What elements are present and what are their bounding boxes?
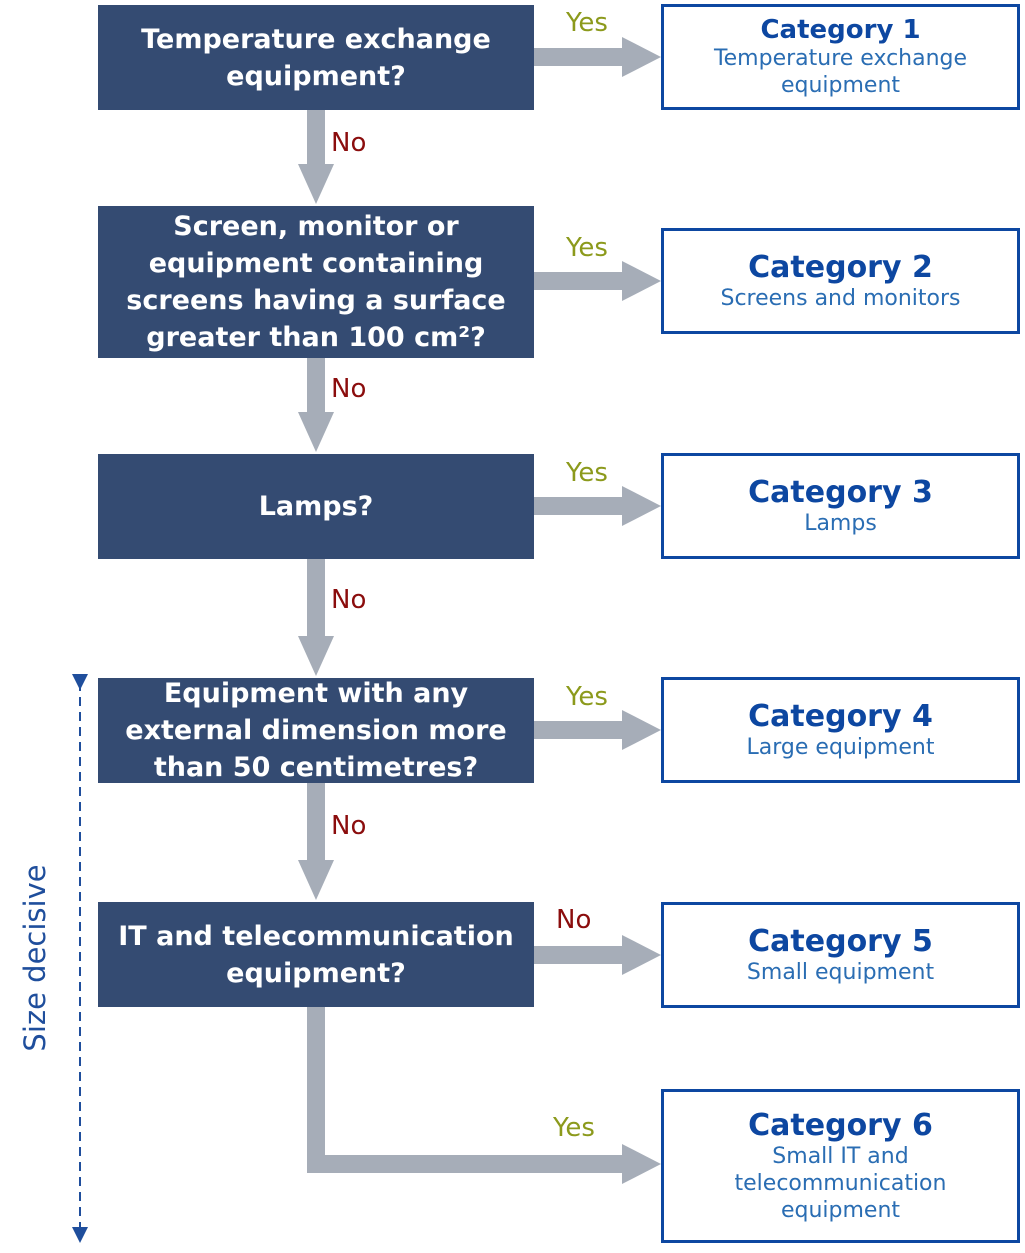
arrow-q5-c5-shaft xyxy=(534,946,624,964)
category-description: Lamps xyxy=(804,510,877,536)
arrow-q2-q3-head xyxy=(298,412,334,452)
question-text: Screen, monitor or equipment containing … xyxy=(126,211,506,353)
arrow-q1-c1-head xyxy=(622,37,661,77)
question-text: Equipment with any external dimension mo… xyxy=(125,678,507,783)
arrow-q3-q4-shaft xyxy=(307,559,325,638)
arrow-q2-c2-shaft xyxy=(534,272,624,290)
category-description: Small equipment xyxy=(746,959,935,985)
question-text: Lamps? xyxy=(258,491,374,522)
arrow-q3-q4-head xyxy=(298,636,334,676)
no-label-q5: No xyxy=(556,905,592,935)
arrow-q3-c3-head xyxy=(622,486,661,526)
arrow-q4-c4-head xyxy=(622,710,661,750)
category-description: Small IT and telecommunication equipment xyxy=(734,1143,947,1223)
category-title: Category 3 xyxy=(748,474,933,510)
arrow-q5-c5-head xyxy=(622,935,661,975)
yes-label-q3: Yes xyxy=(566,458,608,488)
question-temperature-exchange: Temperature exchange equipment? xyxy=(98,5,534,110)
category-6-box: Category 6 Small IT and telecommunicatio… xyxy=(661,1089,1020,1243)
category-title: Category 2 xyxy=(748,249,933,285)
arrow-q2-q3-shaft xyxy=(307,358,325,414)
arrow-q5-c6-horizontal xyxy=(307,1155,624,1173)
category-description: Temperature exchange equipment xyxy=(713,46,968,98)
yes-label-q1: Yes xyxy=(566,8,608,38)
category-5-box: Category 5 Small equipment xyxy=(661,902,1020,1008)
category-description: Screens and monitors xyxy=(720,285,961,311)
yes-label-q2: Yes xyxy=(566,233,608,263)
arrow-q4-c4-shaft xyxy=(534,721,624,739)
category-3-box: Category 3 Lamps xyxy=(661,453,1020,559)
question-external-dimension: Equipment with any external dimension mo… xyxy=(98,678,534,783)
arrow-q4-q5-head xyxy=(298,860,334,900)
category-title: Category 6 xyxy=(748,1107,933,1143)
category-2-box: Category 2 Screens and monitors xyxy=(661,228,1020,334)
question-screen-monitor: Screen, monitor or equipment containing … xyxy=(98,206,534,358)
question-lamps: Lamps? xyxy=(98,454,534,559)
question-text: IT and telecommunication equipment? xyxy=(118,920,514,989)
category-title: Category 5 xyxy=(748,923,933,959)
category-1-box: Category 1 Temperature exchange equipmen… xyxy=(661,4,1020,110)
category-title: Category 4 xyxy=(748,698,933,734)
no-label-q4: No xyxy=(331,811,367,841)
arrow-q2-c2-head xyxy=(622,261,661,301)
question-it-telecom: IT and telecommunication equipment? xyxy=(98,902,534,1007)
arrow-q3-c3-shaft xyxy=(534,497,624,515)
category-description: Large equipment xyxy=(746,734,935,760)
arrow-q5-c6-head xyxy=(622,1144,661,1184)
no-label-q1: No xyxy=(331,128,367,158)
arrow-q5-c6-vertical xyxy=(307,1007,325,1172)
no-label-q2: No xyxy=(331,374,367,404)
yes-label-q4: Yes xyxy=(566,682,608,712)
arrow-q1-c1-shaft xyxy=(534,48,624,66)
arrow-q4-q5-shaft xyxy=(307,783,325,862)
category-4-box: Category 4 Large equipment xyxy=(661,677,1020,783)
yes-label-q5: Yes xyxy=(553,1113,595,1143)
question-text: Temperature exchange equipment? xyxy=(141,23,491,92)
no-label-q3: No xyxy=(331,585,367,615)
category-title: Category 1 xyxy=(760,15,921,45)
size-decisive-label: Size decisive xyxy=(18,864,52,1052)
arrow-q1-q2-head xyxy=(298,164,334,204)
arrow-q1-q2-shaft xyxy=(307,110,325,166)
